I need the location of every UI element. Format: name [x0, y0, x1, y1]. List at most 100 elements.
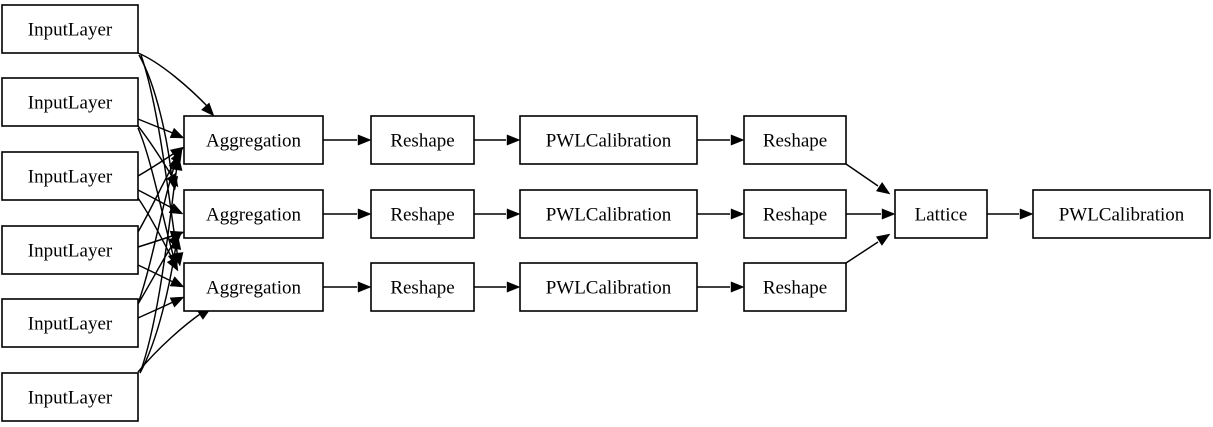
node-label: InputLayer	[28, 314, 113, 335]
node-label: PWLCalibration	[546, 205, 672, 226]
node-label: Reshape	[763, 278, 827, 299]
node-box[interactable]	[1, 151, 139, 201]
arrow-head-icon	[881, 208, 896, 220]
edge-path	[137, 52, 211, 110]
edge-rs_b2-to-lattice	[846, 208, 896, 220]
node-pwl_1[interactable]: PWLCalibration	[519, 115, 698, 165]
node-rs_a1[interactable]: Reshape	[370, 115, 475, 165]
node-label: Reshape	[390, 205, 454, 226]
node-label: Aggregation	[206, 278, 301, 299]
node-rs_b2[interactable]: Reshape	[743, 189, 847, 239]
node-lattice[interactable]: Lattice	[894, 189, 988, 239]
edge-path	[137, 157, 178, 233]
arrow-head-icon	[875, 182, 891, 195]
node-agg_1[interactable]: Aggregation	[183, 115, 324, 165]
node-box[interactable]	[519, 262, 698, 312]
node-rs_a3[interactable]: Reshape	[370, 262, 475, 312]
node-input_1[interactable]: InputLayer	[1, 4, 139, 54]
node-label: InputLayer	[28, 20, 113, 41]
edge-pwl_3-to-rs_b3	[697, 281, 745, 293]
node-label: Reshape	[390, 131, 454, 152]
edge-pwl_1-to-rs_b1	[697, 134, 745, 146]
node-box[interactable]	[183, 262, 324, 312]
node-input_2[interactable]: InputLayer	[1, 77, 139, 127]
node-box[interactable]	[894, 189, 988, 239]
node-box[interactable]	[183, 189, 324, 239]
node-pwl_3[interactable]: PWLCalibration	[519, 262, 698, 312]
node-box[interactable]	[183, 115, 324, 165]
arrow-head-icon	[730, 281, 745, 293]
edge-path	[137, 127, 175, 259]
node-label: PWLCalibration	[546, 131, 672, 152]
node-label: Reshape	[390, 278, 454, 299]
edge-path	[137, 240, 176, 305]
node-label: Aggregation	[206, 205, 301, 226]
node-box[interactable]	[1, 372, 139, 422]
edge-path	[137, 264, 176, 284]
edge-input_6-to-agg_2	[139, 235, 182, 374]
edge-path	[139, 165, 178, 374]
node-box[interactable]	[1032, 189, 1211, 239]
edge-agg_3-to-rs_a3	[323, 281, 372, 293]
node-label: PWLCalibration	[546, 278, 672, 299]
edge-path	[137, 197, 175, 263]
node-agg_3[interactable]: Aggregation	[183, 262, 324, 312]
node-box[interactable]	[370, 262, 475, 312]
node-input_5[interactable]: InputLayer	[1, 298, 139, 348]
node-rs_b3[interactable]: Reshape	[743, 262, 847, 312]
node-rs_b1[interactable]: Reshape	[743, 115, 847, 165]
edges-layer	[137, 52, 1034, 374]
node-rs_a2[interactable]: Reshape	[370, 189, 475, 239]
edge-path	[138, 54, 173, 181]
node-pwl_out[interactable]: PWLCalibration	[1032, 189, 1211, 239]
node-label: InputLayer	[28, 93, 113, 114]
node-label: InputLayer	[28, 388, 113, 409]
node-input_4[interactable]: InputLayer	[1, 225, 139, 275]
arrow-head-icon	[169, 276, 185, 288]
edge-pwl_2-to-rs_b2	[697, 208, 745, 220]
node-box[interactable]	[743, 189, 847, 239]
node-label: PWLCalibration	[1059, 205, 1185, 226]
node-box[interactable]	[1, 298, 139, 348]
edge-rs_a2-to-pwl_2	[474, 208, 521, 220]
arrow-head-icon	[170, 235, 182, 250]
edge-agg_1-to-rs_a1	[323, 134, 372, 146]
arrow-head-icon	[357, 281, 372, 293]
edge-input_4-to-agg_3	[137, 264, 185, 288]
node-label: Reshape	[763, 205, 827, 226]
edge-rs_b1-to-lattice	[845, 163, 891, 195]
edge-rs_a3-to-pwl_3	[474, 281, 521, 293]
node-box[interactable]	[1, 4, 139, 54]
node-box[interactable]	[370, 115, 475, 165]
arrow-head-icon	[730, 208, 745, 220]
arrow-head-icon	[171, 156, 183, 171]
arrow-head-icon	[169, 127, 185, 139]
node-agg_2[interactable]: Aggregation	[183, 189, 324, 239]
node-pwl_2[interactable]: PWLCalibration	[519, 189, 698, 239]
edge-path	[137, 311, 204, 373]
edge-input_6-to-agg_1	[139, 156, 183, 374]
edge-input_1-to-agg_1	[137, 52, 215, 117]
arrow-head-icon	[506, 208, 521, 220]
edge-agg_2-to-rs_a2	[323, 208, 372, 220]
node-box[interactable]	[1, 77, 139, 127]
node-input_3[interactable]: InputLayer	[1, 151, 139, 201]
edge-path	[138, 163, 176, 302]
node-box[interactable]	[743, 262, 847, 312]
arrow-head-icon	[357, 208, 372, 220]
node-input_6[interactable]: InputLayer	[1, 372, 139, 422]
node-box[interactable]	[370, 189, 475, 239]
edge-path	[137, 125, 174, 179]
arrow-head-icon	[357, 134, 372, 146]
node-box[interactable]	[1, 225, 139, 275]
arrow-head-icon	[506, 281, 521, 293]
edge-rs_a1-to-pwl_1	[474, 134, 521, 146]
node-box[interactable]	[743, 115, 847, 165]
arrow-head-icon	[169, 296, 185, 308]
node-box[interactable]	[519, 115, 698, 165]
arrow-head-icon	[201, 102, 215, 117]
node-label: InputLayer	[28, 167, 113, 188]
node-box[interactable]	[519, 189, 698, 239]
arrow-head-icon	[875, 233, 891, 246]
